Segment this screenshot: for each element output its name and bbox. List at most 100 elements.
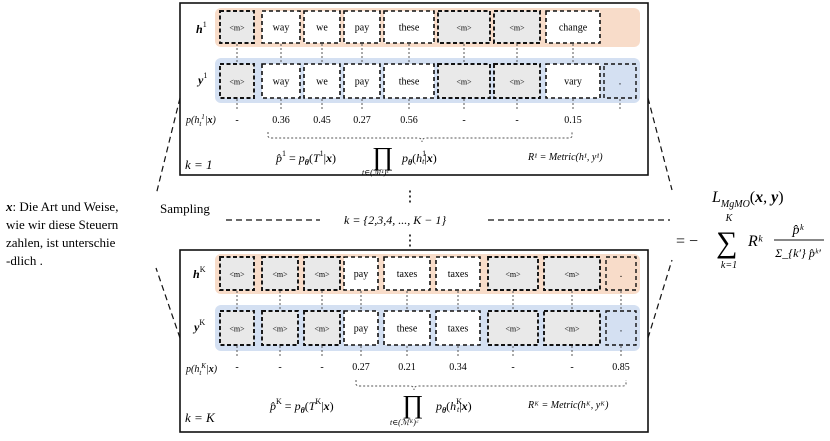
token-text-yK-6: <m> — [505, 325, 521, 334]
word-token-y1-1 — [261, 63, 301, 99]
prob-value-top-6: - — [515, 115, 518, 126]
mask-token-hK-7 — [543, 256, 601, 291]
prob-value-bottom-4: 0.21 — [398, 362, 416, 373]
connector-bottom-left — [155, 267, 181, 339]
panel-kK-ticks — [236, 291, 622, 358]
panel-kK-y-label: yK — [192, 318, 205, 334]
word-token-hK-8 — [605, 256, 637, 291]
token-text-y1-5: <m> — [456, 78, 472, 87]
connector-top-left — [155, 97, 181, 196]
word-token-yK-5 — [435, 310, 481, 346]
token-text-yK-5: taxes — [448, 324, 469, 335]
panel-kK-formula: p̂K = pθ(TK|x) — [269, 397, 334, 415]
token-text-h1-0: <m> — [229, 24, 245, 33]
token-text-h1-3: pay — [355, 23, 369, 34]
source-line-4: -dlich . — [6, 253, 43, 268]
mask-token-yK-1 — [261, 310, 299, 346]
mask-token-hK-1 — [261, 256, 299, 291]
panel-k1-reward: R¹ = Metric(h¹, y¹) — [527, 152, 603, 163]
panel-k1-product-index: t∈(ℳ¹)ᶜ — [362, 168, 389, 177]
token-text-hK-3: pay — [354, 269, 368, 280]
panel-k1-product-brace — [267, 132, 573, 143]
token-text-h1-5: <m> — [456, 24, 472, 33]
token-text-h1-1: way — [273, 23, 290, 34]
word-token-h1-3 — [343, 10, 381, 44]
word-token-y1-4 — [383, 63, 435, 99]
mask-token-hK-0 — [219, 256, 255, 291]
mask-token-yK-6 — [487, 310, 539, 346]
token-text-hK-7: <m> — [564, 270, 580, 279]
token-text-h1-7: change — [559, 23, 588, 34]
word-token-h1-4 — [383, 10, 435, 44]
mask-token-hK-6 — [487, 256, 539, 291]
token-text-yK-0: <m> — [229, 325, 245, 334]
mask-token-y1-5 — [437, 63, 491, 99]
mask-token-h1-6 — [493, 10, 541, 44]
connector-top-right — [647, 97, 673, 191]
prob-value-top-1: 0.36 — [272, 115, 290, 126]
word-token-y1-7 — [545, 63, 601, 99]
mask-token-h1-0 — [219, 10, 255, 44]
loss-denominator: Σ_{k′} p̂ᵏ′ — [774, 246, 821, 260]
panel-k1-k-label: k = 1 — [185, 157, 213, 172]
panel-k1-prob-label: p(ht1|x) — [185, 113, 217, 128]
token-text-hK-8: . — [620, 269, 623, 280]
word-token-h1-2 — [303, 10, 341, 44]
sampling-label: Sampling — [160, 201, 210, 216]
mask-token-yK-7 — [543, 310, 601, 346]
panel-k1-frame — [179, 2, 649, 176]
prob-value-top-2: 0.45 — [313, 115, 331, 126]
prob-value-bottom-3: 0.27 — [352, 362, 370, 373]
token-text-hK-1: <m> — [272, 270, 288, 279]
panel-k1-y-label: y1 — [196, 71, 207, 87]
prob-value-top-5: - — [462, 115, 465, 126]
panel-kK-product-symbol: ∏ — [402, 390, 423, 419]
panel-kK-frame — [179, 249, 649, 433]
word-token-hK-5 — [435, 256, 481, 291]
token-text-h1-2: we — [316, 23, 328, 34]
mask-token-h1-5 — [437, 10, 491, 44]
prob-value-top-4: 0.56 — [400, 115, 418, 126]
loss-title: LMgMO(x, y) — [711, 189, 784, 210]
token-text-y1-2: we — [316, 77, 328, 88]
loss-numerator: p̂ᵏ — [792, 223, 805, 238]
token-text-hK-0: <m> — [229, 270, 245, 279]
panel-k1-formula: p̂1 = pθ(T1|x) — [275, 149, 336, 167]
panel-kK-product-brace — [355, 380, 627, 391]
panel-kK-prob-label: p(htK|x) — [185, 362, 218, 377]
loss-equals: = − — [676, 233, 698, 250]
word-token-h1-1 — [261, 10, 301, 44]
mask-token-y1-6 — [493, 63, 541, 99]
loss-sum-top: K — [725, 213, 734, 224]
word-token-yK-4 — [383, 310, 431, 346]
word-token-hK-3 — [343, 256, 379, 291]
token-text-hK-6: <m> — [505, 270, 521, 279]
sampling-dots-lower: ⋮ — [403, 233, 418, 249]
panel-k1-h-label: h1 — [196, 20, 207, 36]
panel-kK-k-label: k = K — [185, 410, 216, 425]
prob-value-bottom-1: - — [278, 362, 281, 373]
token-text-y1-1: way — [273, 77, 290, 88]
token-text-yK-4: these — [397, 324, 418, 335]
sampling-section: ⋮ Sampling k = {2,3,4, ..., K − 1} ⋮ — [160, 189, 670, 249]
loss-formula: LMgMO(x, y) = − K ∑ k=1 Rᵏ p̂ᵏ Σ_{k′} p̂… — [676, 189, 824, 271]
mask-token-yK-0 — [219, 310, 255, 346]
token-text-yK-3: pay — [354, 324, 368, 335]
panel-k1-product-symbol: ∏ — [372, 142, 393, 171]
svg-text:x: Die Art und Weise,: x: Die Art und Weise, — [5, 199, 118, 214]
token-text-yK-2: <m> — [314, 325, 330, 334]
token-text-hK-2: <m> — [314, 270, 330, 279]
panel-kK-product-index: t∈(ℳᴷ)ᶜ — [390, 418, 419, 427]
mask-token-y1-0 — [219, 63, 255, 99]
prob-value-top-0: - — [235, 115, 238, 126]
prob-value-top-3: 0.27 — [353, 115, 371, 126]
word-token-y1-8 — [603, 63, 637, 99]
